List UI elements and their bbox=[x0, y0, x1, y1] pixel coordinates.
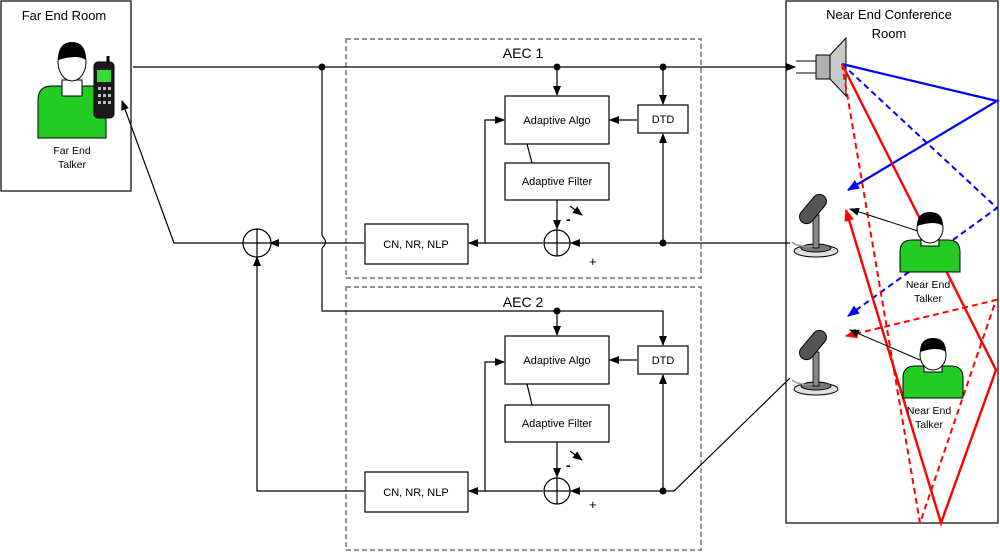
near-end-talker-1-label-2: Talker bbox=[914, 293, 943, 305]
aec1-adaptive-algo-label: Adaptive Algo bbox=[523, 115, 590, 127]
near-end-talker-1-icon bbox=[849, 207, 961, 273]
acoustic-paths bbox=[840, 62, 1000, 527]
microphone-1-icon bbox=[791, 193, 839, 258]
aec2-adaptive-filter-label: Adaptive Filter bbox=[522, 418, 593, 430]
aec2-summing-junction bbox=[543, 477, 571, 505]
microphone-2-icon bbox=[791, 329, 839, 396]
aec2-dtd-block bbox=[637, 345, 689, 375]
aec2-dtd-label: DTD bbox=[652, 355, 675, 367]
aec1-adaptive-filter-block bbox=[504, 162, 610, 201]
aec1-adaptive-filter-label: Adaptive Filter bbox=[522, 176, 593, 188]
aec1-cn-nr-nlp-block bbox=[364, 223, 469, 265]
aec2-label: AEC 2 bbox=[503, 294, 544, 310]
aec2-boundary bbox=[345, 286, 702, 551]
aec2-module: AEC 2 Adaptive Algo DTD Adaptive Filter … bbox=[345, 286, 702, 551]
near-end-room: Near End Conference Room bbox=[785, 0, 999, 524]
near-end-talker-2-label-2: Talker bbox=[915, 419, 944, 431]
aec1-summing-junction bbox=[543, 229, 571, 257]
near-end-room-title-2: Room bbox=[872, 26, 907, 41]
far-end-room: Far End Room Far End Talker bbox=[0, 0, 132, 192]
near-end-talker-2-label-1: Near End bbox=[907, 405, 952, 417]
aec1-dtd-label: DTD bbox=[652, 114, 675, 126]
far-end-talker-icon bbox=[37, 42, 107, 139]
signal-wiring bbox=[121, 63, 796, 492]
aec2-adaptive-filter-block bbox=[504, 404, 610, 443]
near-end-talker-2-icon bbox=[849, 329, 964, 399]
aec1-cn-nr-nlp-label: CN, NR, NLP bbox=[383, 239, 448, 251]
aec1-module: AEC 1 Adaptive Algo DTD Adaptive Filter … bbox=[345, 38, 702, 279]
aec1-plus-sign: + bbox=[589, 254, 597, 269]
far-end-room-title: Far End Room bbox=[22, 8, 107, 23]
far-end-talker-label-1: Far End bbox=[53, 145, 91, 157]
aec1-boundary bbox=[345, 38, 702, 279]
aec1-adaptive-algo-block bbox=[504, 95, 610, 145]
near-end-room-title-1: Near End Conference bbox=[826, 7, 952, 22]
aec2-adaptive-algo-label: Adaptive Algo bbox=[523, 355, 590, 367]
mobile-phone-icon bbox=[93, 56, 115, 119]
aec1-label: AEC 1 bbox=[503, 45, 544, 61]
aec2-cn-nr-nlp-block bbox=[364, 471, 469, 513]
aec2-cn-nr-nlp-label: CN, NR, NLP bbox=[383, 487, 448, 499]
output-summing-node bbox=[242, 228, 272, 258]
loudspeaker-icon bbox=[796, 36, 847, 98]
aec2-plus-sign: + bbox=[589, 497, 597, 512]
near-end-talker-1-label-1: Near End bbox=[906, 279, 951, 291]
aec1-minus-sign: - bbox=[566, 211, 571, 227]
far-end-talker-label-2: Talker bbox=[58, 159, 87, 171]
aec2-minus-sign: - bbox=[566, 457, 571, 473]
